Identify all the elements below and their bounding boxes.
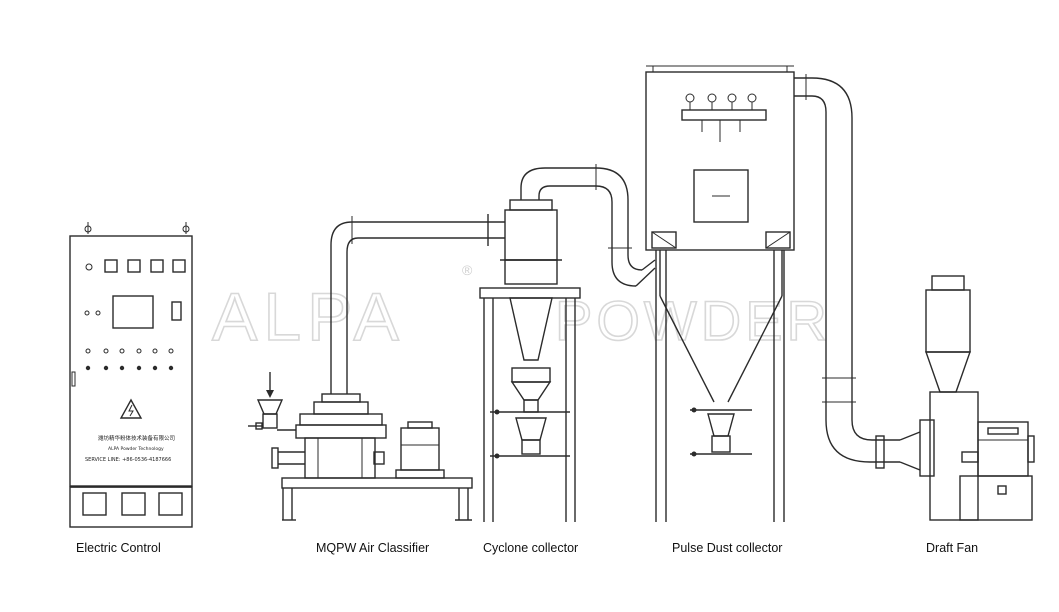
label-pulse-dust-collector: Pulse Dust collector bbox=[672, 541, 783, 555]
draft-fan bbox=[875, 275, 1035, 521]
air-classifier bbox=[248, 216, 488, 521]
registered-mark: ® bbox=[462, 262, 473, 278]
electric-control-cabinet: 潍坊精华粉体技术装备有限公司 ALPA Powder Technology SE… bbox=[69, 222, 193, 528]
label-electric-control: Electric Control bbox=[76, 541, 161, 555]
watermark-suffix: POWDER bbox=[555, 289, 831, 352]
cyclone-collector bbox=[479, 164, 656, 522]
watermark: ALPA POWDER ® bbox=[211, 262, 831, 356]
label-cyclone-collector: Cyclone collector bbox=[483, 541, 579, 555]
watermark-brand: ALPA bbox=[212, 279, 405, 355]
panel-service-line: SERVICE LINE: +86-0536-4187666 bbox=[85, 457, 171, 463]
panel-company-cn: 潍坊精华粉体技术装备有限公司 bbox=[98, 434, 175, 442]
high-voltage-warning-icon bbox=[119, 398, 143, 419]
control-buttons bbox=[85, 348, 174, 371]
panel-company-en: ALPA Powder Technology bbox=[108, 446, 164, 452]
label-air-classifier: MQPW Air Classifier bbox=[316, 541, 430, 555]
label-draft-fan: Draft Fan bbox=[926, 541, 979, 555]
pulse-dust-collector bbox=[645, 65, 900, 522]
